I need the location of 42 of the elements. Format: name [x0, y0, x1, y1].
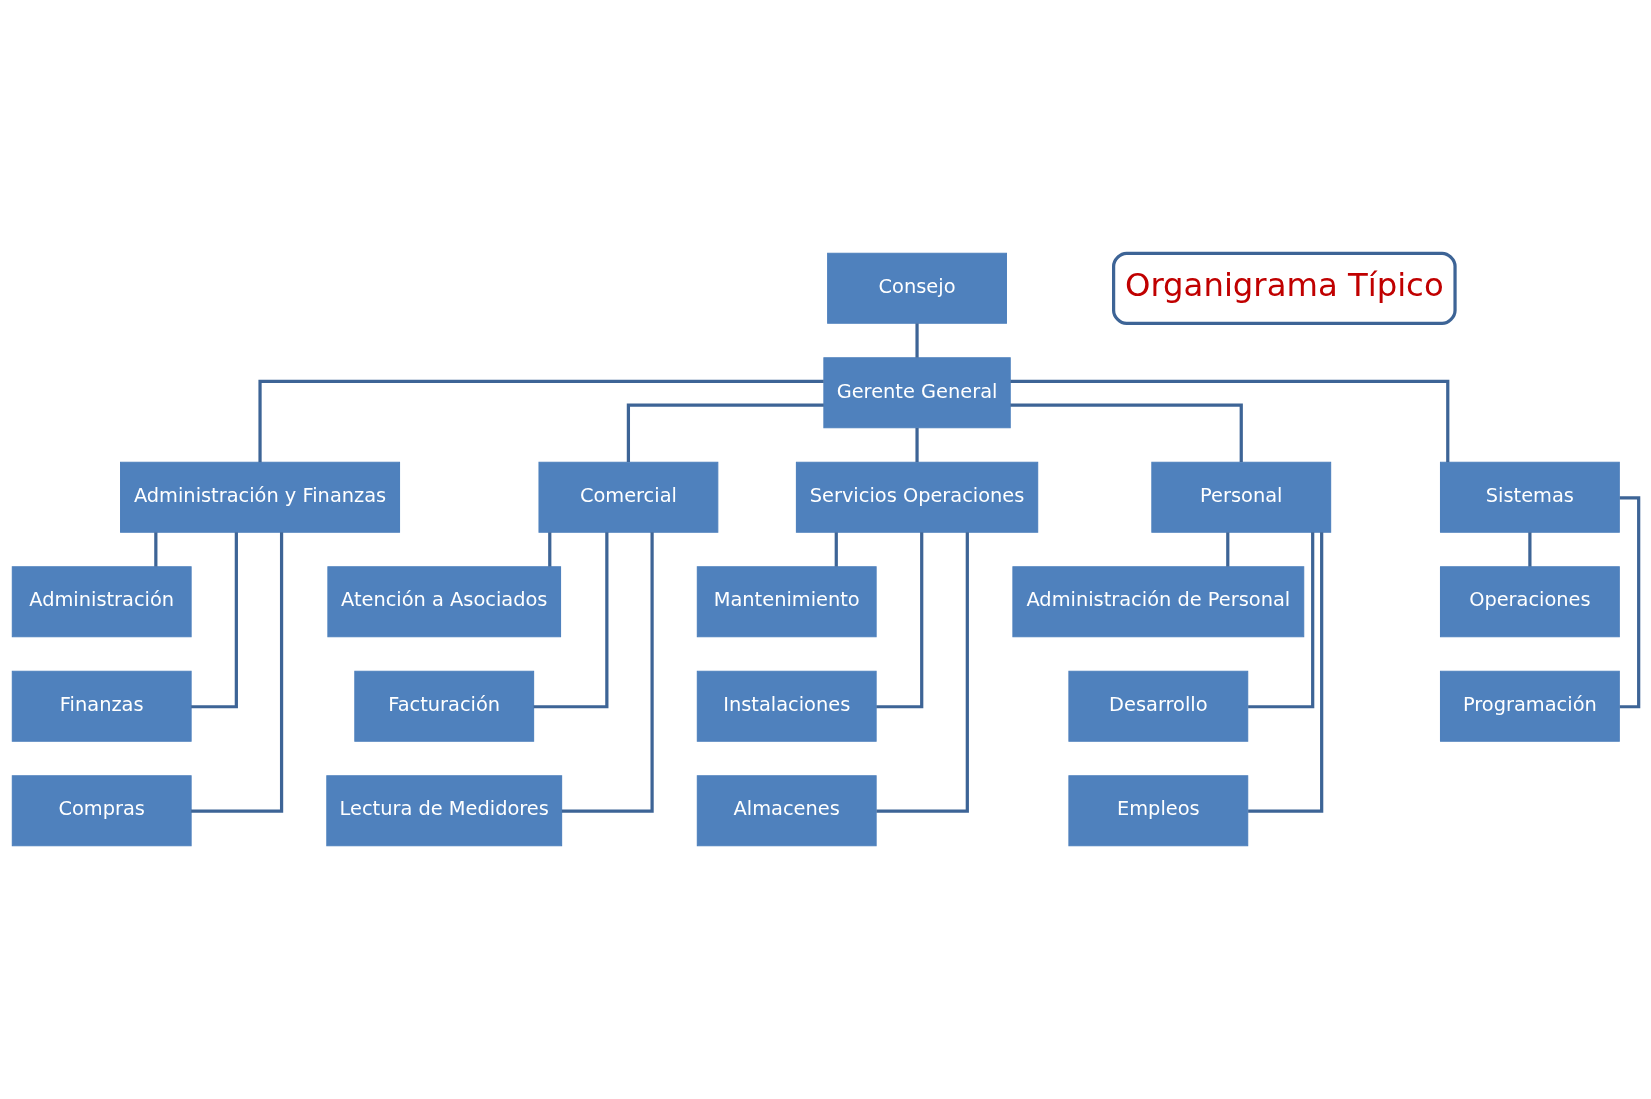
connector	[548, 532, 552, 567]
node-box: Servicios Operaciones	[795, 461, 1039, 533]
connector	[1010, 403, 1243, 462]
node-box: Mantenimiento	[696, 566, 877, 638]
node-box: Atención a Asociados	[327, 566, 562, 638]
node-box: Administración de Personal	[1012, 566, 1305, 638]
node-box: Operaciones	[1439, 566, 1620, 638]
connector	[626, 403, 824, 462]
node-box: Desarrollo	[1068, 670, 1249, 742]
connector	[154, 532, 158, 567]
connector	[915, 323, 919, 358]
node-box: Finanzas	[11, 670, 192, 742]
node-box: Compras	[11, 775, 192, 847]
connector	[561, 532, 654, 813]
connector	[1248, 532, 1324, 813]
node-box: Consejo	[827, 252, 1007, 324]
node-box: Comercial	[538, 461, 719, 533]
node-box: Instalaciones	[696, 670, 877, 742]
node-box: Gerente General	[823, 357, 1011, 429]
node-box: Administración	[11, 566, 192, 638]
connector	[1619, 496, 1641, 709]
connector	[191, 532, 284, 813]
node-box: Lectura de Medidores	[326, 775, 563, 847]
node-box: Personal	[1151, 461, 1332, 533]
node-box: Administración y Finanzas	[120, 461, 401, 533]
connector	[258, 379, 824, 463]
connector	[876, 532, 924, 709]
connector	[876, 532, 969, 813]
connector	[1010, 379, 1450, 463]
node-box: Programación	[1439, 670, 1620, 742]
node-box: Almacenes	[696, 775, 877, 847]
connector	[1226, 532, 1230, 567]
connector	[1528, 532, 1532, 567]
connector	[533, 532, 609, 709]
connector	[834, 532, 838, 567]
connector	[1248, 532, 1315, 709]
node-box: Organigrama Típico	[1112, 251, 1457, 325]
connector	[915, 427, 919, 463]
node-box: Sistemas	[1439, 461, 1620, 533]
node-box: Empleos	[1068, 775, 1249, 847]
node-box: Facturación	[354, 670, 535, 742]
connector	[191, 532, 238, 709]
